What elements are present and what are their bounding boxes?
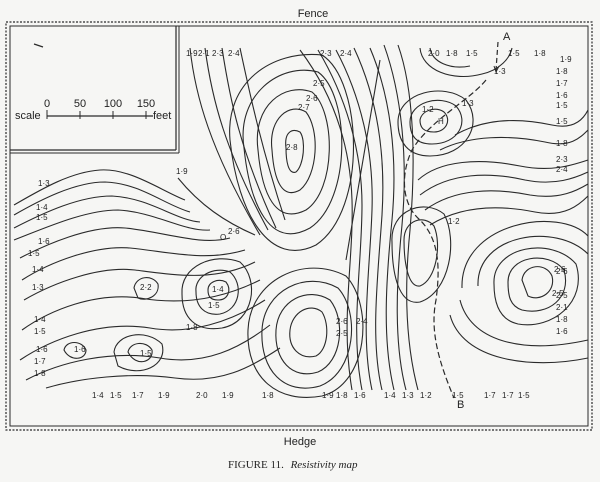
contour-value-label: 2·6: [554, 265, 566, 274]
contour-value-label: 1·7: [484, 391, 496, 400]
contour-value-label: 1·6: [36, 345, 48, 354]
contour-value-label: 1·9: [176, 167, 188, 176]
scale-word: scale: [15, 110, 41, 122]
contour-value-label: 1·3: [494, 67, 506, 76]
contour-value-label: 1·7: [132, 391, 144, 400]
contour-value-label: 1·2: [448, 217, 460, 226]
contour-value-label: 1·5: [556, 101, 568, 110]
contour-value-label: 1·4: [36, 203, 48, 212]
contour-value-label: 2·6: [306, 94, 318, 103]
contour-value-label: 1·6: [74, 345, 86, 354]
origin-marker: O: [220, 233, 226, 242]
contour-value-label: 1·7: [502, 391, 514, 400]
contour-value-label: 1·6: [354, 391, 366, 400]
contour-value-label: 1·8: [262, 391, 274, 400]
contour-value-label: 1·8: [34, 369, 46, 378]
contour-value-label: 1·4: [32, 265, 44, 274]
contour-value-label: 1·4: [384, 391, 396, 400]
section-end-label: B: [457, 399, 464, 411]
contour-value-label: 2·1: [198, 49, 210, 58]
contour-value-label: 1·8: [556, 315, 568, 324]
caption-prefix: FIGURE 11.: [228, 459, 284, 471]
contour-value-label: 1·9: [222, 391, 234, 400]
section-start-label: A: [503, 31, 511, 43]
figure-caption: FIGURE 11. Resistivity map: [228, 459, 358, 471]
contour-value-label: 1·5: [466, 49, 478, 58]
contour-value-label: 1·5: [36, 213, 48, 222]
contour-value-label: 2·2: [140, 283, 152, 292]
contour-value-label: 2·5: [336, 329, 348, 338]
contour-value-label: 1·6: [556, 91, 568, 100]
contour-value-label: 2·3: [556, 155, 568, 164]
outer-border: [5, 21, 593, 431]
hedge-label: Hedge: [284, 436, 316, 448]
contour-value-label: 1·8: [556, 67, 568, 76]
scale-tick-100: 100: [104, 98, 122, 110]
contour-value-label: 1·4: [92, 391, 104, 400]
contour-value-label: 1·5: [452, 391, 464, 400]
scale-tick-0: 0: [44, 98, 50, 110]
contour-value-label: 1·9: [560, 55, 572, 64]
contour-value-label: 2·0: [196, 391, 208, 400]
contour-value-label: 1·7: [556, 79, 568, 88]
contour-value-label: 1·8: [556, 139, 568, 148]
contour-value-label: 1·4: [212, 285, 224, 294]
contour-value-label: 1·3: [32, 283, 44, 292]
contour-value-label: 2·7: [298, 103, 310, 112]
contour-value-label: 2·1: [556, 303, 568, 312]
contour-value-label: 1·5: [110, 391, 122, 400]
contour-value-label: 1·3: [402, 391, 414, 400]
contour-value-label: 1·7: [34, 357, 46, 366]
scale-inset: 0 50 100 150 scale feet: [10, 26, 180, 154]
contour-value-label: 2·0: [428, 49, 440, 58]
fence-label: Fence: [298, 8, 329, 20]
high-marker: H: [438, 117, 444, 126]
contour-value-label: 2·3: [320, 49, 332, 58]
contour-value-label: 1·6: [38, 237, 50, 246]
contour-value-label: 1·9: [158, 391, 170, 400]
contour-value-label: 1·8: [534, 49, 546, 58]
contour-value-label: 1·3: [462, 99, 474, 108]
contour-value-label: 1·5: [28, 249, 40, 258]
scale-tick-50: 50: [74, 98, 86, 110]
contour-value-label: 1·5: [518, 391, 530, 400]
contour-value-label: 2·5: [552, 289, 564, 298]
contour-value-label: 1·5: [34, 327, 46, 336]
scale-tick-150: 150: [137, 98, 155, 110]
contour-value-label: 1·2: [422, 105, 434, 114]
scale-unit: feet: [153, 110, 171, 122]
contour-value-label: 1·6: [556, 327, 568, 336]
contour-value-label: 2·3: [212, 49, 224, 58]
contour-value-label: 2·5: [313, 79, 325, 88]
contour-value-label: 2·6: [556, 267, 568, 276]
contour-value-label: 2·6: [336, 317, 348, 326]
contour-value-label: 1·2: [420, 391, 432, 400]
contour-value-label: 2·4: [228, 49, 240, 58]
contour-value-label: 2·4: [556, 165, 568, 174]
contour-value-label: 1·8: [446, 49, 458, 58]
contour-value-label: 1·9: [322, 391, 334, 400]
contour-value-label: 1·8: [336, 391, 348, 400]
contour-value-label: 2·4: [340, 49, 352, 58]
contour-value-label: 2·4: [356, 317, 368, 326]
contour-value-label: 1·8: [186, 323, 198, 332]
contour-value-label: 1·5: [508, 49, 520, 58]
contour-value-label: 2·5: [556, 291, 568, 300]
contour-lines: [13, 41, 589, 399]
contour-value-label: 2·8: [286, 143, 298, 152]
contour-value-label: 1·5: [556, 117, 568, 126]
contour-value-label: 1·5: [208, 301, 220, 310]
contour-value-label: 2·6: [228, 227, 240, 236]
contour-value-label: 1·4: [34, 315, 46, 324]
contour-value-label: 1·9: [186, 49, 198, 58]
inner-border: [9, 25, 589, 427]
contour-value-label: 1·3: [38, 179, 50, 188]
caption-title: Resistivity map: [290, 459, 358, 471]
contour-value-label: 1·5: [140, 349, 152, 358]
